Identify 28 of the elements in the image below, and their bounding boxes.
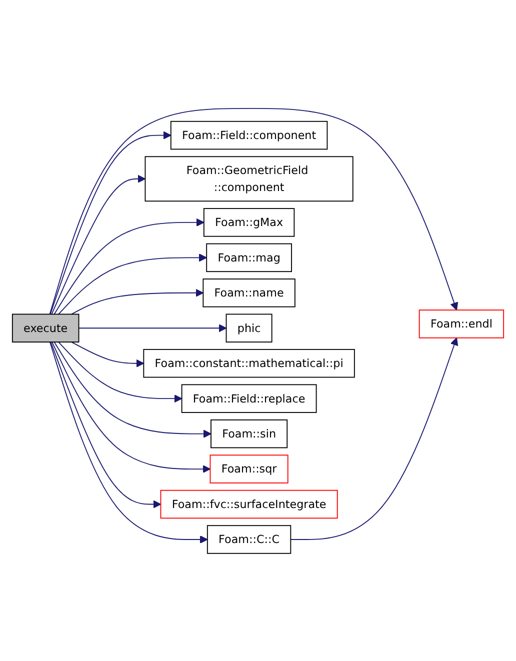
node-box: Foam::gMax — [203, 208, 295, 236]
arrow — [50, 341, 162, 508]
arrow — [71, 288, 204, 314]
node-box: Foam::sqr — [210, 454, 288, 483]
arrow — [49, 341, 208, 544]
node-box: Foam::GeometricField ::component — [144, 156, 354, 202]
node-box: Foam::name — [202, 278, 296, 307]
arrow — [52, 341, 211, 473]
arrow — [58, 253, 207, 314]
arrow — [51, 174, 146, 314]
arrow — [50, 130, 172, 314]
arrow — [58, 341, 182, 402]
node-box: Foam::sin — [210, 419, 288, 448]
node-box: Foam::constant::mathematical::pi — [143, 348, 355, 378]
node-box: Foam::C::C — [206, 524, 292, 554]
arrow — [54, 218, 204, 314]
node-box: Foam::mag — [206, 242, 292, 272]
node-box: Foam::endl — [418, 309, 504, 338]
node-box: Foam::fvc::surfaceIntegrate — [160, 489, 338, 518]
node-box: execute — [12, 313, 80, 342]
arrow — [290, 337, 458, 540]
node-box: phic — [226, 313, 272, 342]
arrow — [71, 341, 144, 368]
arrow — [49, 108, 458, 314]
node-box: Foam::Field::component — [170, 120, 328, 150]
arrow — [54, 341, 212, 438]
node-box: Foam::Field::replace — [181, 384, 317, 413]
arrow — [78, 324, 227, 332]
